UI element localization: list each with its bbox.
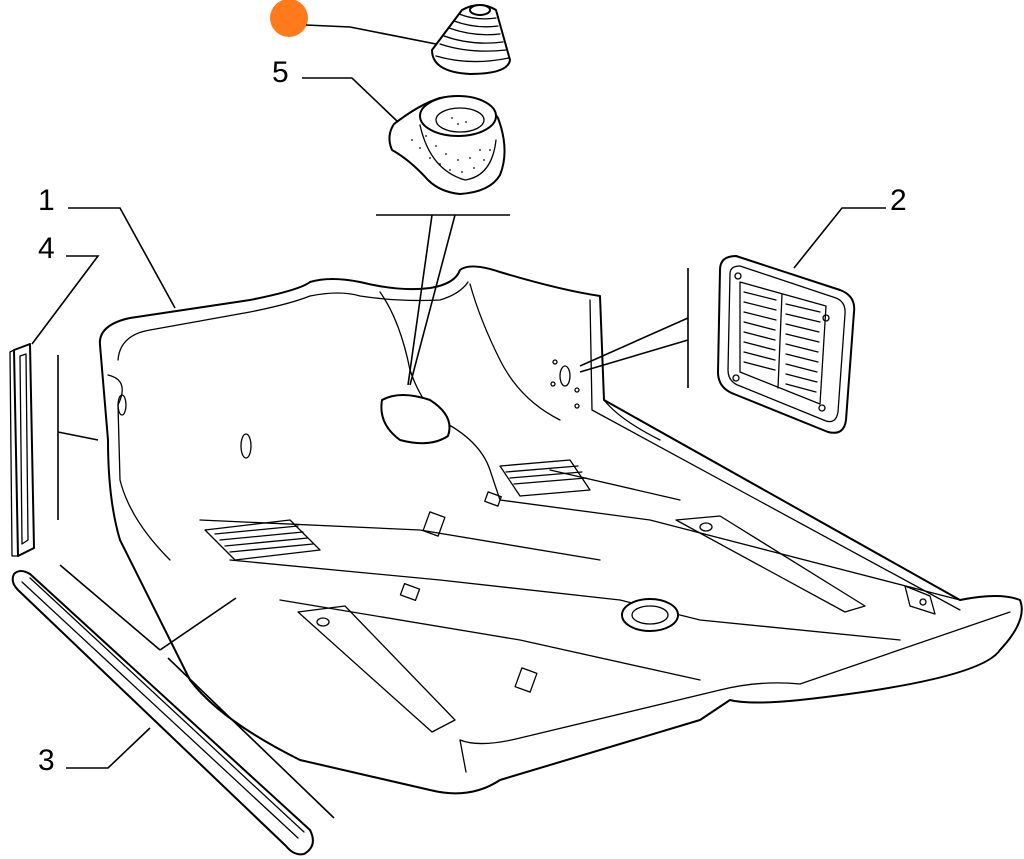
callout-2: 2: [890, 184, 907, 217]
heel-pad-left: [297, 605, 456, 733]
leader-line-4-bracket: [57, 355, 99, 520]
leader-line-5: [302, 77, 399, 123]
floor-carpet-part: [98, 265, 1023, 795]
floor-vent-left: [204, 519, 321, 561]
gear-surround-part: [388, 95, 506, 195]
floor-vent-right: [499, 459, 591, 497]
callout-3: 3: [38, 744, 55, 777]
callout-5: 5: [272, 56, 289, 89]
leader-line-2: [793, 207, 886, 269]
callout-1: 1: [38, 184, 55, 217]
callout-4: 4: [38, 232, 55, 265]
leader-line-2-bracket: [579, 268, 689, 388]
heel-pad-right: [675, 515, 866, 613]
sill-strip-part: [11, 570, 314, 856]
leader-line-tunnel: [376, 214, 510, 386]
gear-boot-part: [431, 4, 511, 75]
trim-strip-part: [9, 343, 35, 557]
leader-line-4: [31, 255, 100, 345]
orange-marker-dot[interactable]: [270, 0, 308, 37]
marker-dot-group: [270, 0, 437, 45]
leader-line-marker: [305, 24, 437, 45]
leader-line-3-bracket: [59, 564, 335, 819]
leader-line-1: [68, 207, 176, 309]
leader-line-3: [66, 727, 151, 769]
vent-grille-part: [717, 255, 856, 434]
